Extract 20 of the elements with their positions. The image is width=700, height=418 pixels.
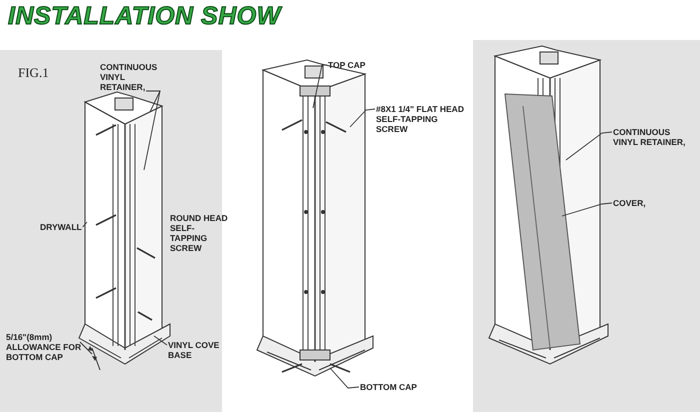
title: INSTALLATION SHOW <box>8 2 281 31</box>
leader-line <box>566 132 612 160</box>
callout-label: COVER, <box>613 198 673 208</box>
callout-label: DRYWALL <box>40 222 84 232</box>
leader-line <box>154 336 168 346</box>
leader-line <box>312 64 328 108</box>
callout-label: CONTINUOUS VINYL RETAINER, <box>613 127 693 147</box>
leader-line <box>350 108 376 128</box>
leader-line <box>330 368 360 388</box>
callout-label: 5/16"(8mm) ALLOWANCE FOR BOTTOM CAP <box>6 332 82 362</box>
callout-label: ROUND HEAD SELF-TAPPING SCREW <box>170 213 229 253</box>
figure-label: FIG.1 <box>18 68 50 78</box>
callout-label: TOP CAP <box>328 60 388 70</box>
callout-label: CONTINUOUS VINYL RETAINER, <box>100 62 160 92</box>
leader-line <box>82 222 88 228</box>
callout-label: BOTTOM CAP <box>360 382 430 392</box>
leader-line <box>144 90 161 170</box>
callout-label: VINYL COVE BASE <box>168 340 228 360</box>
callout-label: #8X1 1/4" FLAT HEAD SELF-TAPPING SCREW <box>376 104 466 134</box>
leader-line <box>562 202 612 216</box>
